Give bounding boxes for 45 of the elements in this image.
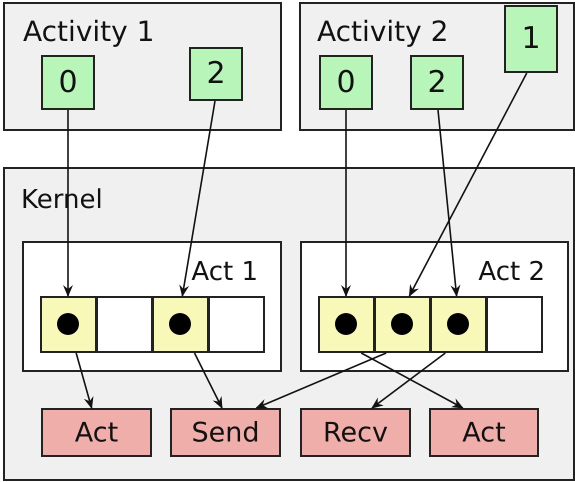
function-box (41, 408, 152, 457)
arrow (360, 352, 464, 409)
index-box (189, 47, 243, 101)
panel (299, 2, 575, 131)
index-box (319, 55, 373, 110)
function-label: Act (74, 419, 118, 446)
index-number: 0 (58, 68, 78, 98)
index-number: 0 (336, 68, 356, 98)
arrow (179, 100, 216, 297)
panel (3, 167, 575, 481)
function-box (300, 408, 411, 457)
arrow (371, 352, 446, 409)
function-label: Act (462, 419, 506, 446)
index-box (410, 55, 464, 110)
arrow (341, 110, 351, 297)
panel-title: Activity 2 (317, 18, 448, 46)
arrow (255, 352, 386, 409)
function-label: Send (191, 419, 260, 446)
arrow (63, 110, 73, 297)
arrow (437, 110, 460, 297)
panel-title: Activity 1 (23, 18, 154, 46)
slot-cell (374, 296, 431, 353)
arrow (75, 352, 94, 409)
slot-cell (430, 296, 487, 353)
index-number: 2 (427, 68, 447, 98)
index-number: 1 (521, 24, 541, 54)
slot-cell (152, 296, 209, 353)
slot-cell (96, 296, 153, 353)
index-box (41, 55, 95, 110)
index-box (504, 5, 558, 73)
arrow (194, 352, 223, 409)
function-box (170, 408, 281, 457)
panel-title: Act 1 (191, 259, 258, 285)
inner-panel (300, 241, 569, 372)
function-box (429, 408, 539, 457)
slot-cell (486, 296, 543, 353)
arrow (408, 72, 528, 297)
panel-title: Act 2 (478, 259, 545, 285)
panel (3, 2, 282, 131)
function-label: Recv (323, 419, 388, 446)
slot-cell (318, 296, 375, 353)
slot-cell (208, 296, 265, 353)
slot-cell (40, 296, 97, 353)
index-number: 2 (206, 59, 226, 89)
inner-panel (22, 241, 282, 372)
